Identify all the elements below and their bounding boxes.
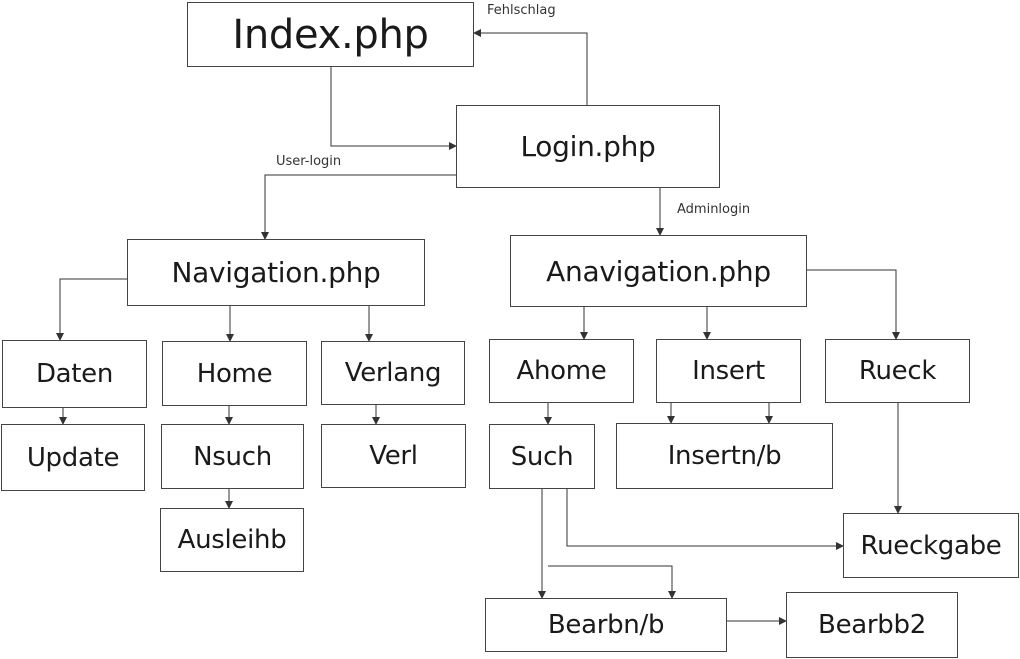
edge-such-to-rueckgabe xyxy=(566,489,844,550)
edge-login-to-navigation xyxy=(261,174,456,240)
edge-anavigation-to-rueck xyxy=(807,269,900,340)
node-verlang: Verlang xyxy=(321,341,465,405)
edge-label-adminlogin: Adminlogin xyxy=(677,202,751,217)
node-daten: Daten xyxy=(2,340,147,408)
edge-login-to-index xyxy=(473,29,588,105)
node-insert: Insert xyxy=(656,339,801,403)
node-ausleihb: Ausleihb xyxy=(160,508,304,572)
edge-navigation-to-daten xyxy=(56,278,127,341)
node-update: Update xyxy=(1,424,145,491)
edge-label-user-login: User-login xyxy=(276,154,342,169)
node-rueck: Rueck xyxy=(825,339,970,403)
node-insertnb: Insertn/b xyxy=(616,423,833,489)
node-home: Home xyxy=(162,341,307,406)
node-nsuch: Nsuch xyxy=(161,424,304,489)
node-such: Such xyxy=(489,424,595,489)
node-anavigation: Anavigation.php xyxy=(510,235,807,307)
node-bearbnb: Bearbn/b xyxy=(485,598,727,652)
edge-index-to-login xyxy=(330,67,457,150)
node-index: Index.php xyxy=(187,2,474,67)
node-navigation: Navigation.php xyxy=(127,239,425,306)
edge-label-fehlschlag: Fehlschlag xyxy=(487,3,556,18)
node-bearbb2: Bearbb2 xyxy=(786,592,958,658)
node-login: Login.php xyxy=(456,105,720,188)
node-ahome: Ahome xyxy=(489,339,634,403)
node-rueckgabe: Rueckgabe xyxy=(843,513,1019,578)
edge-such-to-bearbnb-right xyxy=(548,565,676,599)
node-verl: Verl xyxy=(321,424,466,488)
